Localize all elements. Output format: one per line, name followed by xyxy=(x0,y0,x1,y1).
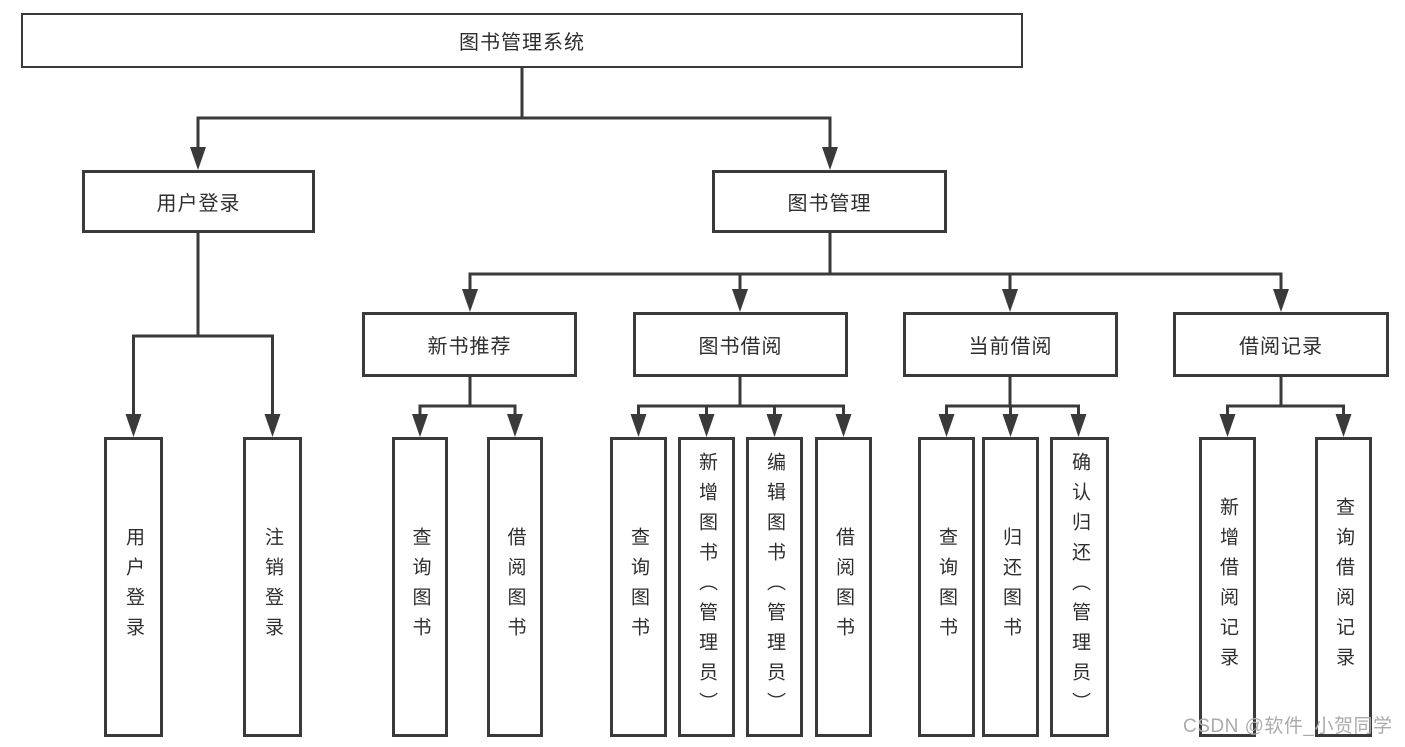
node-current-borrow-label: 当前借阅 xyxy=(968,336,1053,358)
node-book-borrow: 图书借阅 xyxy=(633,312,848,377)
leaf-query-borrow-record-label: 查询借阅记录 xyxy=(1333,497,1354,677)
edge-new-book-to-leaves xyxy=(412,377,523,437)
leaf-query-book-current-label: 查询图书 xyxy=(936,527,957,647)
leaf-edit-book-admin: 编辑图书（管理员） xyxy=(746,437,803,737)
leaf-confirm-return-admin-label: 确认归还（管理员） xyxy=(1069,452,1090,722)
node-borrow-records-label: 借阅记录 xyxy=(1239,336,1323,358)
leaf-query-book-current: 查询图书 xyxy=(918,437,975,737)
leaf-logout: 注销登录 xyxy=(243,437,302,737)
edge-borrow-records-to-leaves xyxy=(1219,377,1352,437)
leaf-logout-label: 注销登录 xyxy=(262,527,283,647)
node-user-login: 用户登录 xyxy=(82,170,315,233)
watermark: CSDN @软件_小贺同学 xyxy=(1183,716,1393,737)
leaf-borrow-book-borrow: 借阅图书 xyxy=(815,437,872,737)
node-current-borrow: 当前借阅 xyxy=(903,312,1118,377)
leaf-add-borrow-record: 新增借阅记录 xyxy=(1199,437,1256,737)
leaf-query-book-borrow: 查询图书 xyxy=(610,437,667,737)
leaf-query-book-recommend: 查询图书 xyxy=(392,437,448,737)
leaf-confirm-return-admin: 确认归还（管理员） xyxy=(1050,437,1109,737)
node-book-management-label: 图书管理 xyxy=(787,193,872,215)
leaf-borrow-book-borrow-label: 借阅图书 xyxy=(833,527,854,647)
node-book-borrow-label: 图书借阅 xyxy=(698,336,783,358)
edge-book-management-to-level3 xyxy=(462,233,1289,312)
edge-root-to-level2 xyxy=(190,68,838,170)
edge-current-borrow-to-leaves xyxy=(938,377,1087,437)
node-user-login-label: 用户登录 xyxy=(156,193,241,215)
node-book-management: 图书管理 xyxy=(712,170,947,233)
edge-book-borrow-to-leaves xyxy=(630,377,852,437)
leaf-borrow-book-recommend: 借阅图书 xyxy=(487,437,543,737)
edge-user-login-to-leaves xyxy=(125,233,281,437)
leaf-borrow-book-recommend-label: 借阅图书 xyxy=(504,527,526,647)
leaf-add-book-admin: 新增图书（管理员） xyxy=(678,437,735,737)
node-root-label: 图书管理系统 xyxy=(459,32,585,54)
leaf-add-borrow-record-label: 新增借阅记录 xyxy=(1217,497,1238,677)
node-root: 图书管理系统 xyxy=(21,13,1023,68)
leaf-user-login-label: 用户登录 xyxy=(123,527,144,647)
node-new-book-recommend-label: 新书推荐 xyxy=(427,336,512,358)
leaf-query-book-borrow-label: 查询图书 xyxy=(628,527,649,647)
leaf-return-book: 归还图书 xyxy=(982,437,1039,737)
leaf-return-book-label: 归还图书 xyxy=(1000,527,1021,647)
leaf-query-book-recommend-label: 查询图书 xyxy=(409,527,431,647)
leaf-edit-book-admin-label: 编辑图书（管理员） xyxy=(764,452,785,722)
leaf-query-borrow-record: 查询借阅记录 xyxy=(1315,437,1372,737)
leaf-user-login: 用户登录 xyxy=(104,437,163,737)
node-new-book-recommend: 新书推荐 xyxy=(362,312,577,377)
node-borrow-records: 借阅记录 xyxy=(1173,312,1389,377)
leaf-add-book-admin-label: 新增图书（管理员） xyxy=(696,452,717,722)
